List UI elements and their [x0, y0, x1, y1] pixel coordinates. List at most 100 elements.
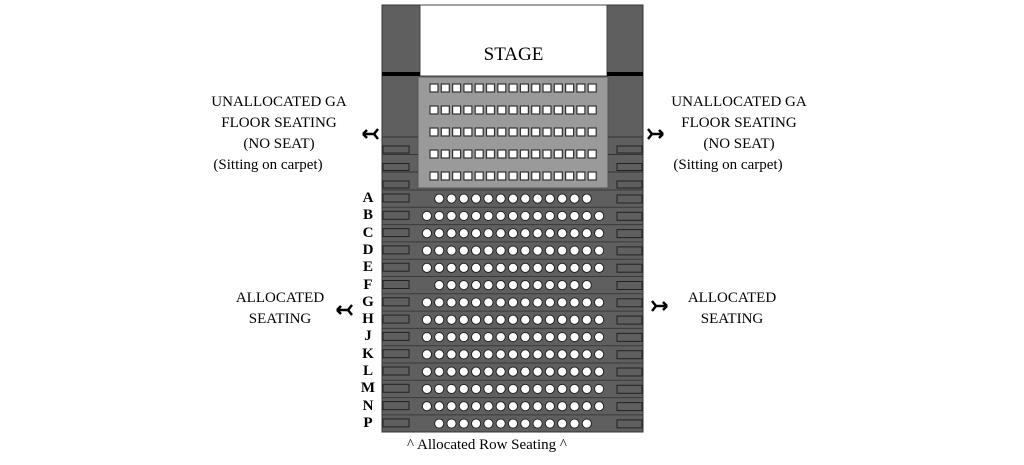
- floor-spot: [508, 171, 518, 181]
- seat: [532, 297, 543, 308]
- seat: [544, 383, 556, 395]
- arrow-right-floor-icon: [647, 128, 664, 140]
- seat: [434, 314, 445, 325]
- seat: [557, 193, 568, 204]
- seat: [532, 331, 543, 343]
- row-label-a: A: [362, 190, 374, 206]
- seat: [557, 383, 568, 395]
- seat: [446, 331, 457, 343]
- seat: [569, 228, 580, 239]
- floor-spot: [429, 171, 439, 181]
- floor-spot: [440, 149, 450, 159]
- floor-spot: [497, 83, 507, 93]
- seat: [446, 418, 457, 429]
- seat: [581, 210, 592, 222]
- arrow-right-allocated-icon: [651, 300, 668, 312]
- seat: [557, 280, 568, 291]
- seat: [458, 383, 469, 395]
- stage-edge-right: [607, 72, 643, 76]
- row-label-c: C: [362, 224, 374, 241]
- aisle-step-right: [616, 350, 643, 360]
- seat: [557, 314, 568, 325]
- aisle-step-left: [382, 145, 410, 154]
- row-label-g: G: [362, 293, 374, 310]
- label-line: (Sitting on carpet): [673, 157, 783, 173]
- floor-spot: [564, 171, 575, 181]
- floor-spot: [440, 171, 450, 181]
- seat: [581, 262, 592, 273]
- seat: [544, 297, 556, 308]
- seat: [434, 210, 445, 222]
- seat: [594, 245, 605, 256]
- seat: [446, 314, 457, 325]
- floor-spot: [542, 105, 552, 115]
- aisle-step-right: [616, 263, 643, 273]
- seat: [569, 280, 580, 291]
- floor-spot: [463, 83, 473, 93]
- seat: [520, 245, 531, 256]
- seat: [544, 280, 556, 291]
- floor-spot: [542, 127, 552, 137]
- seat: [483, 245, 494, 256]
- aisle-step-right: [616, 384, 643, 394]
- floor-spot: [553, 171, 563, 181]
- seat: [544, 366, 556, 377]
- seat: [581, 418, 592, 429]
- floor-spot: [531, 105, 541, 115]
- seat: [471, 401, 482, 412]
- seat: [483, 383, 494, 395]
- seat: [520, 280, 531, 291]
- seat: [569, 210, 580, 222]
- seat: [581, 366, 592, 377]
- seat: [483, 228, 494, 239]
- floor-spot: [429, 149, 439, 159]
- aisle-step-left: [382, 262, 410, 272]
- floor-spot: [587, 171, 597, 181]
- seat: [569, 418, 580, 429]
- aisle-step-right: [616, 145, 643, 154]
- floor-spot: [440, 105, 450, 115]
- floor-spot: [429, 105, 439, 115]
- floor-spot: [485, 83, 496, 93]
- floor-spot: [519, 127, 530, 137]
- floor-spot: [429, 83, 439, 93]
- stage-label: STAGE: [483, 44, 544, 65]
- aisle-step-right: [616, 367, 643, 377]
- seat: [507, 314, 519, 325]
- label-line: UNALLOCATED GA: [671, 94, 807, 110]
- floor-spot: [497, 127, 507, 137]
- seat: [557, 401, 568, 412]
- floor-spot: [440, 127, 450, 137]
- aisle-step-right: [616, 194, 643, 204]
- seat: [458, 193, 469, 204]
- seat: [507, 383, 519, 395]
- seat: [434, 228, 445, 239]
- floor-spot: [497, 171, 507, 181]
- right-allocated-label: ALLOCATED SEATING: [672, 288, 792, 330]
- label-line: FLOOR SEATING: [221, 115, 337, 131]
- floor-spot: [485, 149, 496, 159]
- seat: [532, 228, 543, 239]
- floor-spot: [553, 105, 563, 115]
- seat: [434, 262, 445, 273]
- seat: [507, 262, 519, 273]
- seat: [483, 331, 494, 343]
- seat: [507, 193, 519, 204]
- seat: [507, 210, 519, 222]
- seat: [507, 245, 519, 256]
- aisle-step-right: [616, 229, 643, 239]
- aisle-step-right: [616, 402, 643, 412]
- aisle-step-left: [382, 163, 410, 171]
- seat: [507, 349, 519, 360]
- row-label-e: E: [362, 259, 373, 276]
- floor-spot: [452, 83, 462, 93]
- seat: [434, 245, 445, 256]
- label-line: ALLOCATED: [235, 290, 325, 306]
- seat: [471, 262, 482, 273]
- seat: [421, 366, 432, 377]
- seat: [532, 314, 543, 325]
- seat: [421, 331, 432, 343]
- seat: [507, 228, 519, 239]
- seat: [557, 297, 568, 308]
